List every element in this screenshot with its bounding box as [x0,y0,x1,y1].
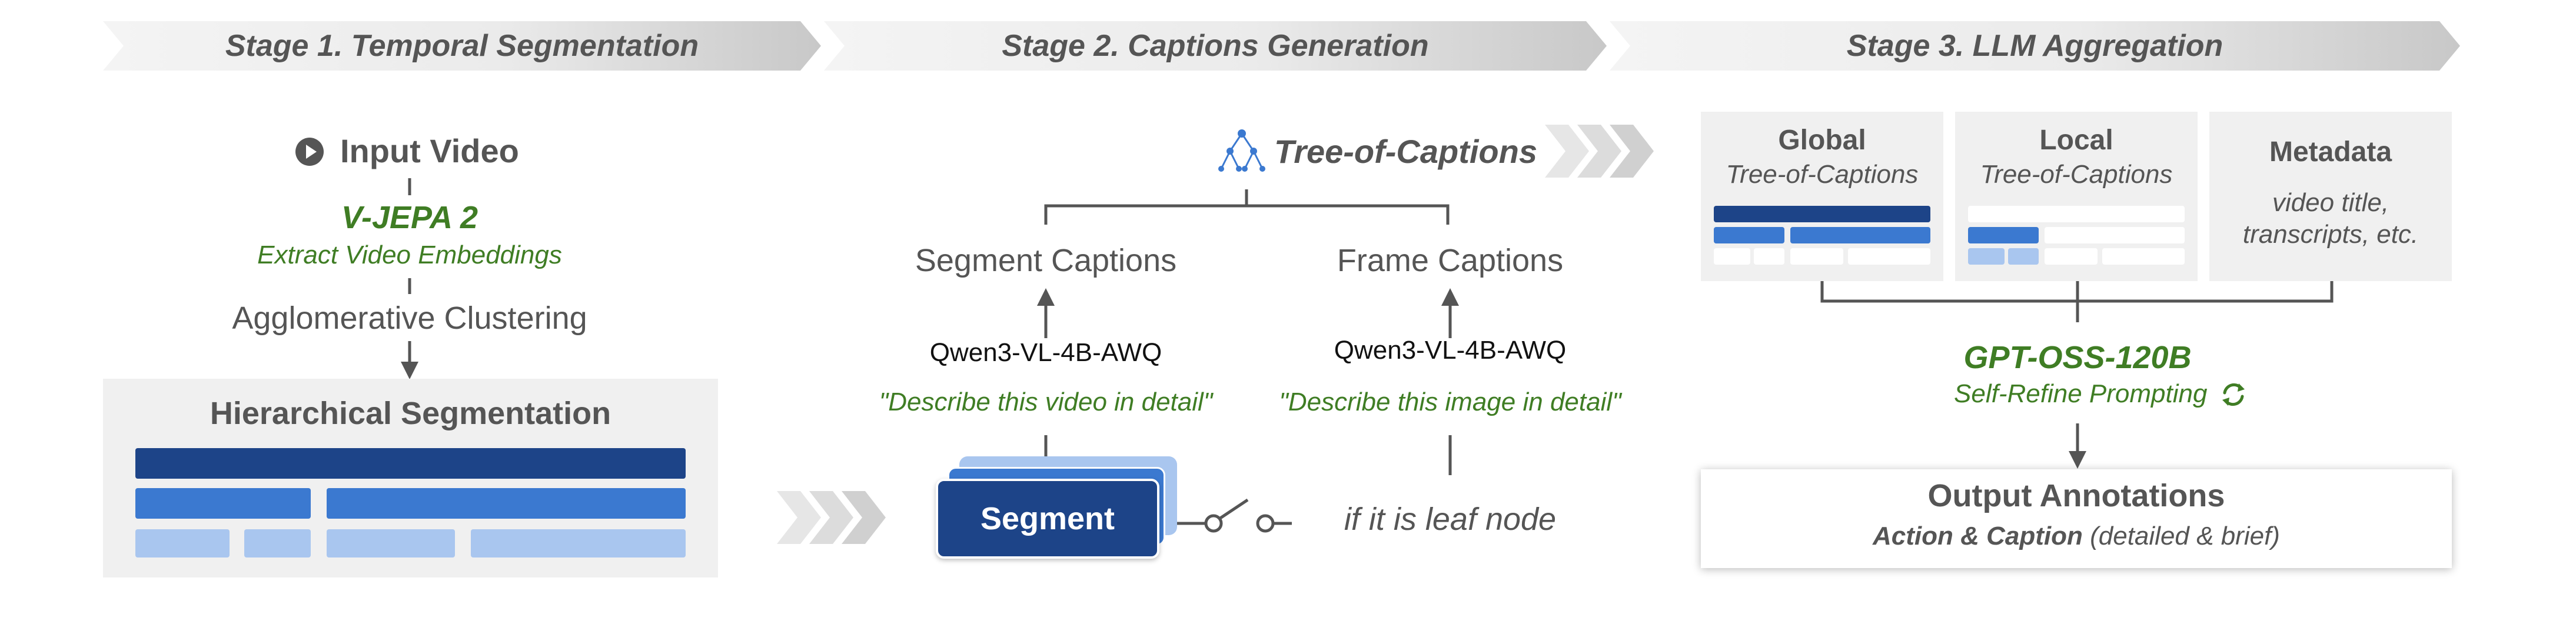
switch-lever [1218,498,1249,520]
segment-captions-label: Segment Captions [915,243,1177,278]
vjepa-model-name: V-JEPA 2 [341,200,478,235]
segment-card-front: Segment [936,479,1159,559]
stage-2-banner: Stage 2. Captions Generation [824,21,1607,71]
segment-bar-level3-b [244,529,311,557]
hierarchical-segmentation-panel: Hierarchical Segmentation [103,379,718,577]
segment-bar-level2-b [327,488,686,519]
frame-captions-label: Frame Captions [1337,243,1564,278]
stage-3-banner-shape [1610,21,2460,71]
local-subtitle: Tree-of-Captions [1980,160,2173,189]
global-tree-panel: Global Tree-of-Captions [1701,112,1943,281]
local-bar-l3-a [1968,248,2005,265]
segment-bar-level3-c [327,529,455,557]
gpt-model-name: GPT-OSS-120B [1963,340,2192,375]
output-annotations-detail: Action & Caption (detailed & brief) [1701,520,2452,553]
global-bar-l3-b [1754,248,1784,265]
inputs-bracket [1820,281,2334,303]
switch-node-left [1204,514,1223,533]
global-subtitle: Tree-of-Captions [1726,160,1919,189]
global-bar-l1 [1714,206,1930,222]
input-video-label: Input Video [294,131,530,172]
tree-icon [1218,129,1265,172]
flow-chevrons-stage2 [777,491,886,544]
gpt-model-task: Self-Refine Prompting [1954,379,2208,408]
input-video-text: Input Video [340,132,519,169]
segment-bar-level1 [135,448,686,479]
global-bar-l2-b [1790,227,1930,243]
switch-node-right [1256,514,1275,533]
local-bar-l1 [1968,206,2185,222]
local-bar-l2-a [1968,227,2039,243]
output-bold-text: Action & Caption [1873,522,2083,550]
tree-bracket [1044,204,1450,225]
prompt-video: "Describe this video in detail" [879,388,1213,416]
local-bar-l3-c [2045,248,2098,265]
tree-of-captions-title: Tree-of-Captions [1274,133,1537,170]
segment-stack: Segment [936,453,1183,570]
metadata-line-1: video title, [2272,188,2389,217]
gpt-model-task-row: Self-Refine Prompting [1942,378,2272,413]
global-bar-l2-a [1714,227,1784,243]
stage-1-banner: Stage 1. Temporal Segmentation [103,21,821,71]
hierarchical-segmentation-title: Hierarchical Segmentation [210,396,611,431]
flow-chevrons-stage3 [1545,125,1654,178]
global-bar-l3-a [1714,248,1750,265]
segment-bar-level2-a [135,488,311,519]
local-tree-panel: Local Tree-of-Captions [1955,112,2198,281]
stage-3-banner: Stage 3. LLM Aggregation [1610,21,2460,71]
tree-of-captions-header: Tree-of-Captions [1215,126,1537,176]
segment-bar-level3-d [471,529,686,557]
clustering-label: Agglomerative Clustering [232,301,587,336]
stage-1-title: Stage 1. Temporal Segmentation [225,29,699,63]
local-bar-l3-b [2008,248,2039,265]
qwen-model-right: Qwen3-VL-4B-AWQ [1334,336,1567,365]
output-note-text: (detailed & brief) [2082,522,2280,550]
metadata-panel: Metadata video title, transcripts, etc. [2209,112,2452,281]
stage-1-banner-shape [103,21,821,71]
local-bar-l2-b [2045,227,2185,243]
output-annotations-box: Output Annotations Action & Caption (det… [1701,469,2452,568]
segment-label: Segment [980,501,1115,536]
play-circle-icon [295,138,324,166]
segment-bar-level3-a [135,529,230,557]
output-annotations-title: Output Annotations [1927,478,2225,513]
local-bar-l3-d [2102,248,2185,265]
metadata-line-2: transcripts, etc. [2242,220,2419,249]
prompt-image: "Describe this image in detail" [1279,388,1621,416]
global-bar-l3-c [1790,248,1843,265]
vjepa-model-task: Extract Video Embeddings [257,241,562,269]
global-bar-l3-d [1848,248,1930,265]
stage-2-title: Stage 2. Captions Generation [1002,29,1429,63]
metadata-title: Metadata [2269,136,2392,168]
leaf-node-condition: if it is leaf node [1344,502,1557,537]
stage-3-title: Stage 3. LLM Aggregation [1846,29,2223,63]
refresh-cycle-icon [2222,383,2245,406]
qwen-model-left: Qwen3-VL-4B-AWQ [929,338,1162,367]
global-title: Global [1778,125,1866,156]
local-title: Local [2039,125,2113,156]
stage-2-banner-shape [824,21,1607,71]
